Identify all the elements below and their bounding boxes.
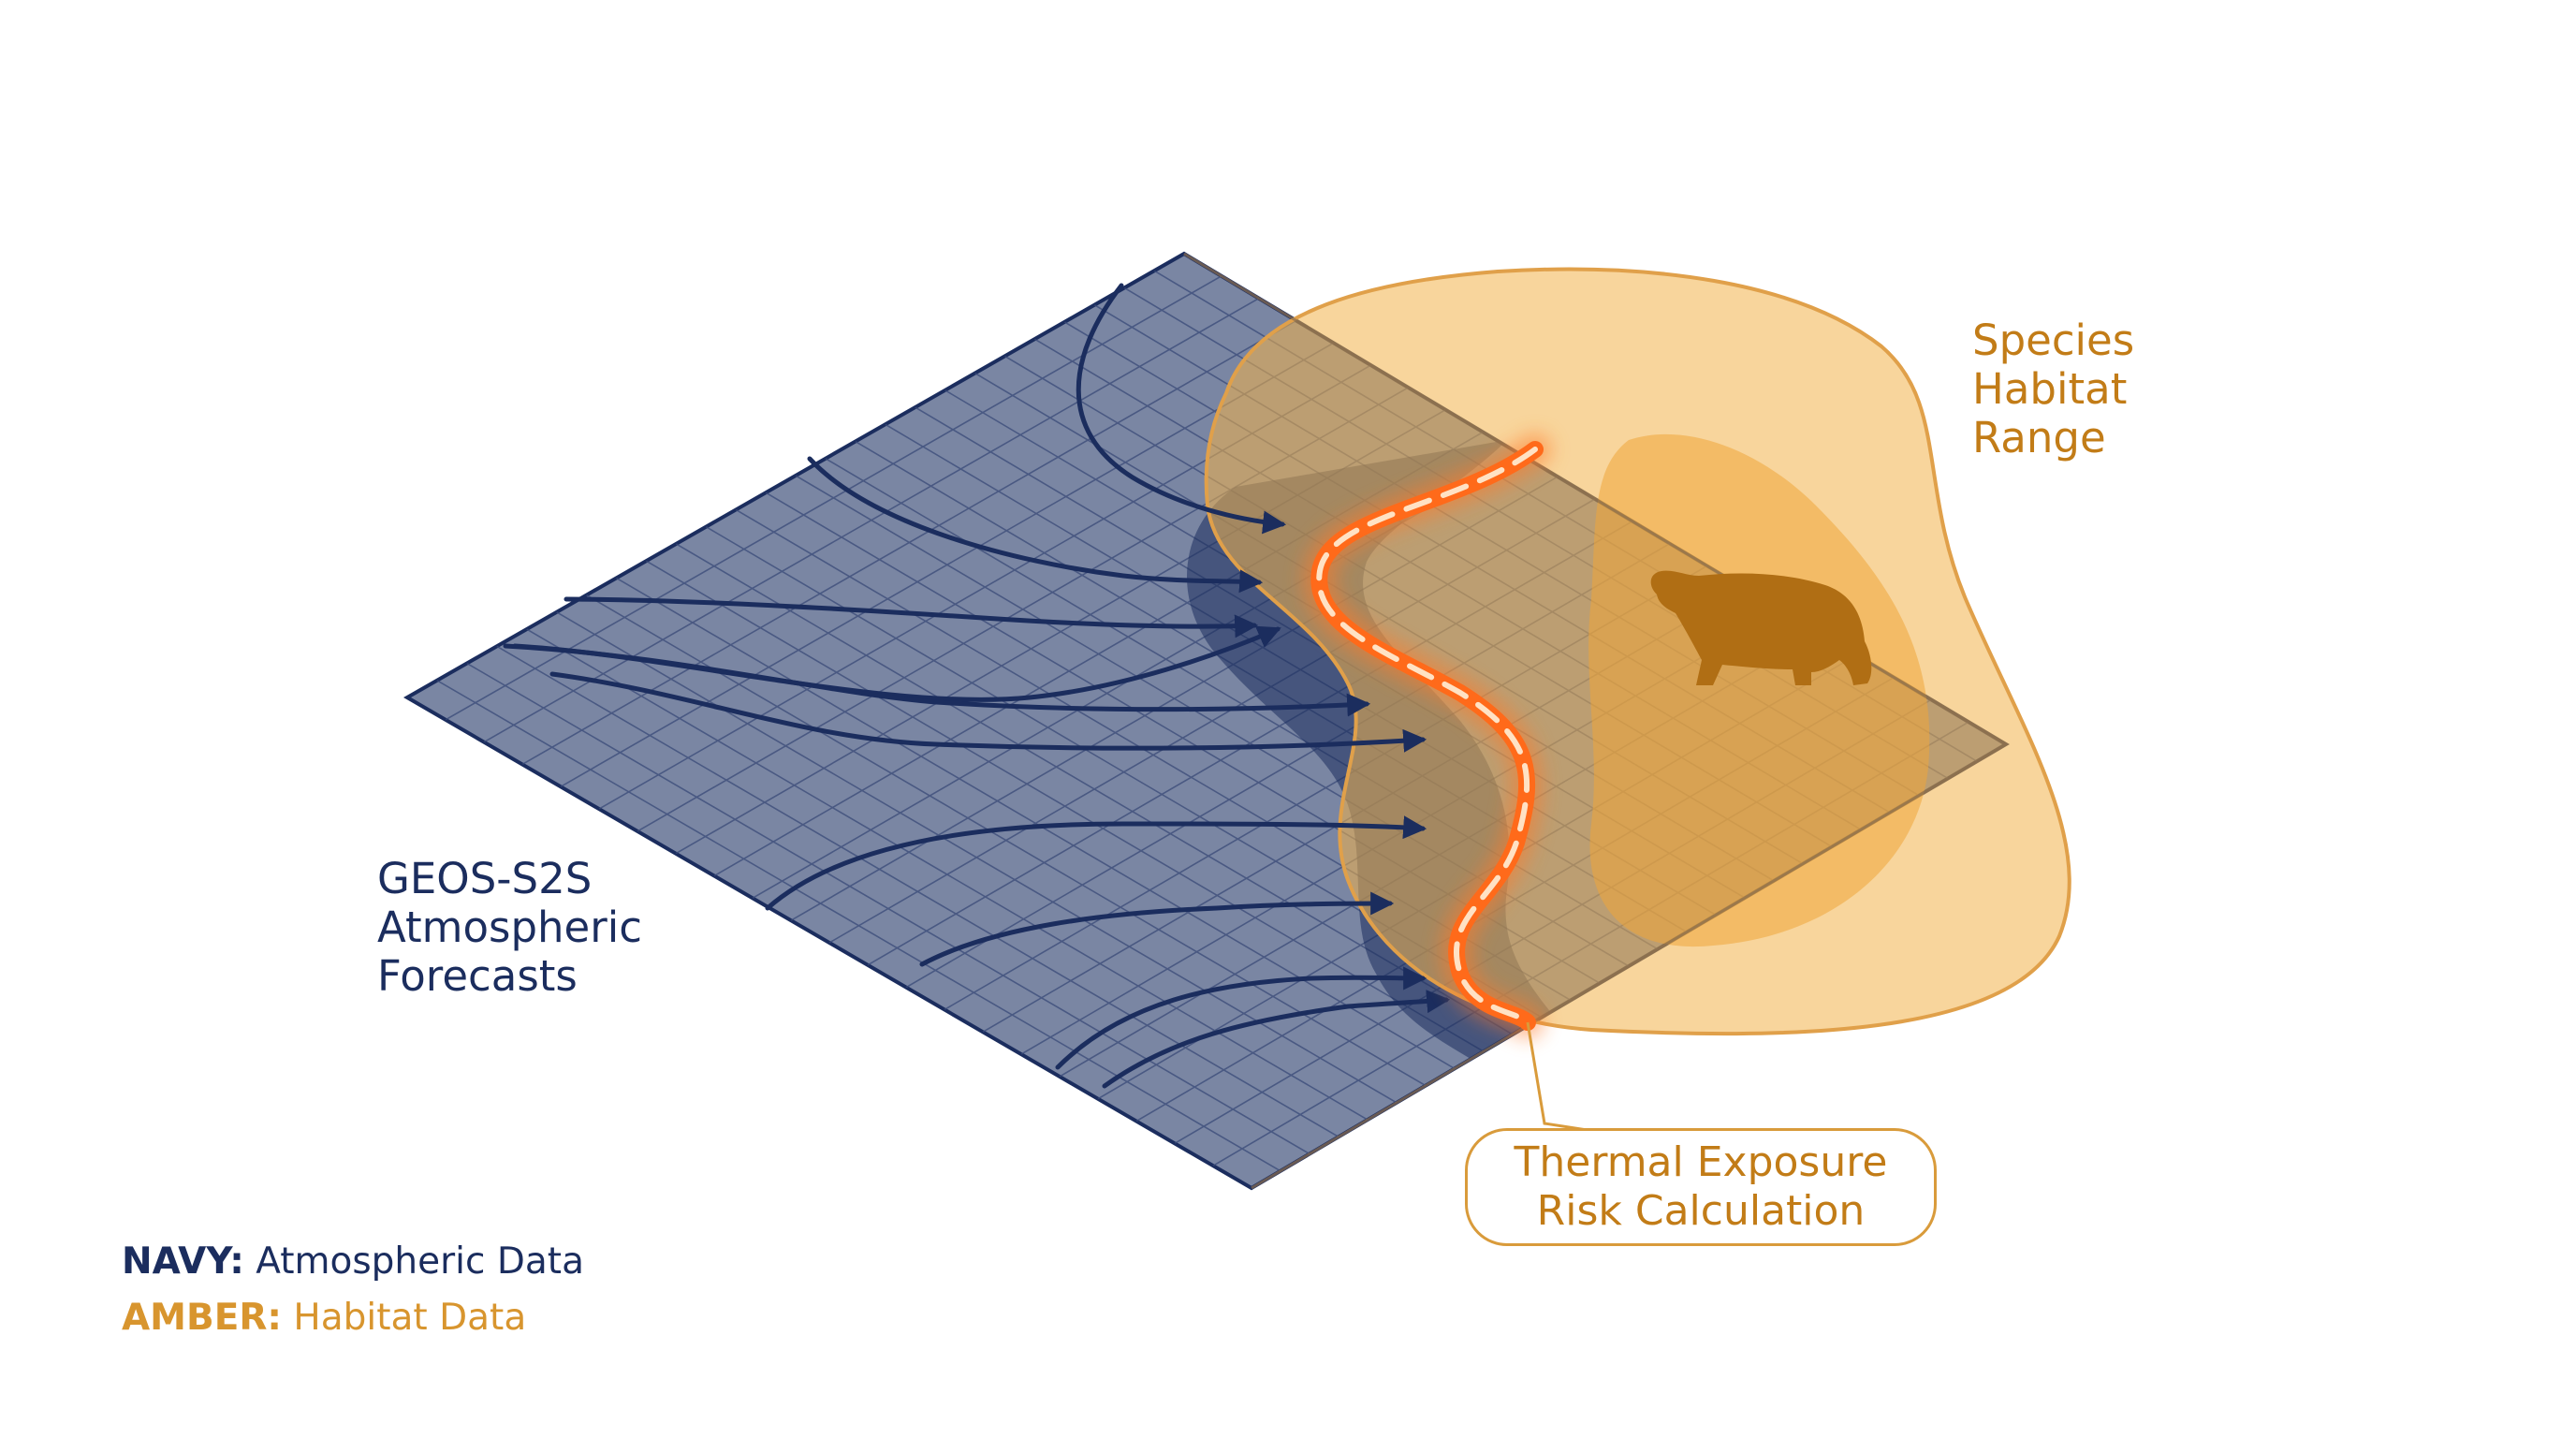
wind-arrow: [1055, 966, 1427, 1070]
wind-arrow: [919, 891, 1395, 967]
wind-arrow: [564, 596, 1259, 638]
species-habitat-range-label: Species Habitat Range: [1972, 316, 2134, 462]
thermal-exposure-boundary-line: [1303, 433, 1551, 1038]
wind-arrow: [1076, 283, 1287, 535]
atmospheric-label-line: Forecasts: [377, 950, 578, 1001]
legend-item-navy: NAVY: Atmospheric Data: [122, 1234, 584, 1290]
legend-text: Atmospheric Data: [256, 1240, 584, 1283]
grid-line: [483, 297, 1260, 743]
callout-line: Risk Calculation: [1536, 1187, 1866, 1235]
wind-arrow: [765, 815, 1427, 911]
grid-line: [560, 342, 1335, 787]
species-habitat-range-area: [1183, 252, 2071, 1190]
atmospheric-label-line: GEOS-S2S: [377, 854, 593, 903]
wind-arrow: [807, 456, 1264, 594]
wind-arrow: [503, 643, 1371, 717]
habitat-label-line: Species: [1972, 315, 2135, 365]
habitat-label-line: Habitat: [1972, 363, 2128, 414]
legend-key: NAVY:: [122, 1240, 244, 1283]
habitat-core-area: [1588, 433, 1930, 947]
atmospheric-forecasts-label: GEOS-S2S Atmospheric Forecasts: [377, 855, 642, 1000]
atmospheric-label-line: Atmospheric: [377, 902, 642, 952]
legend-item-amber: AMBER: Habitat Data: [122, 1290, 584, 1346]
legend: NAVY: Atmospheric Data AMBER: Habitat Da…: [122, 1234, 584, 1347]
grid-line: [445, 275, 1222, 721]
callout-pointer: [1526, 1021, 1606, 1135]
habitat-label-line: Range: [1972, 412, 2106, 462]
legend-text: Habitat Data: [293, 1297, 527, 1340]
thermal-exposure-callout: Thermal Exposure Risk Calculation: [1465, 1128, 1937, 1246]
bear-icon: [1650, 570, 1872, 685]
wind-arrow: [549, 671, 1427, 753]
wind-flow-arrows: [503, 283, 1451, 1089]
legend-key: AMBER:: [122, 1297, 282, 1340]
callout-line: Thermal Exposure: [1514, 1138, 1888, 1187]
wind-arrow: [1102, 990, 1451, 1089]
